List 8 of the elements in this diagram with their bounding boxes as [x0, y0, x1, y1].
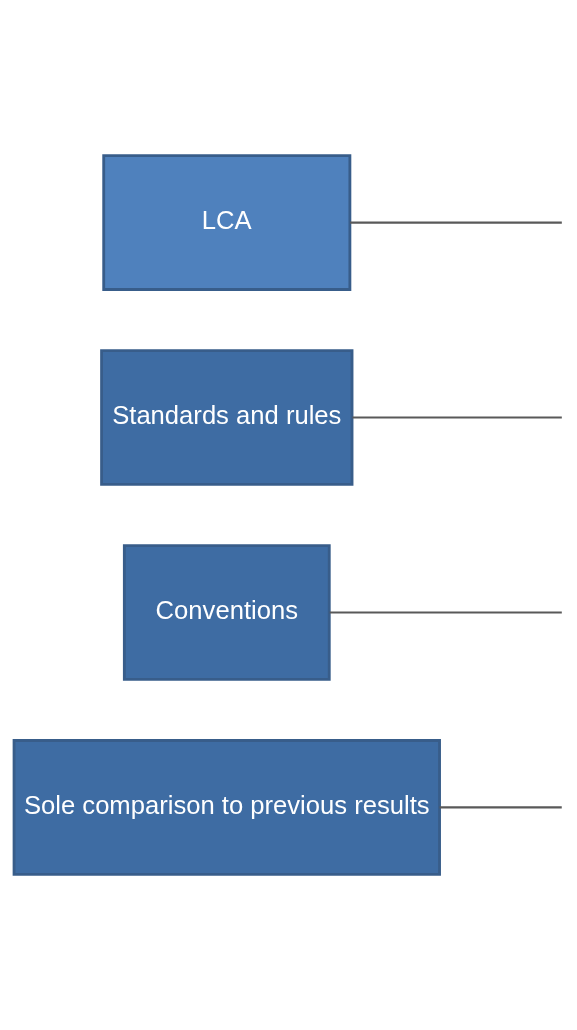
node-box: Sole comparison to previous results	[12, 739, 441, 876]
connector	[329, 611, 562, 614]
connector	[352, 416, 562, 419]
connector	[350, 221, 562, 224]
node-box: Standards and rules	[100, 349, 354, 486]
node-box: Conventions	[122, 544, 331, 681]
node-box: LCA	[102, 154, 352, 291]
connector	[439, 806, 562, 809]
